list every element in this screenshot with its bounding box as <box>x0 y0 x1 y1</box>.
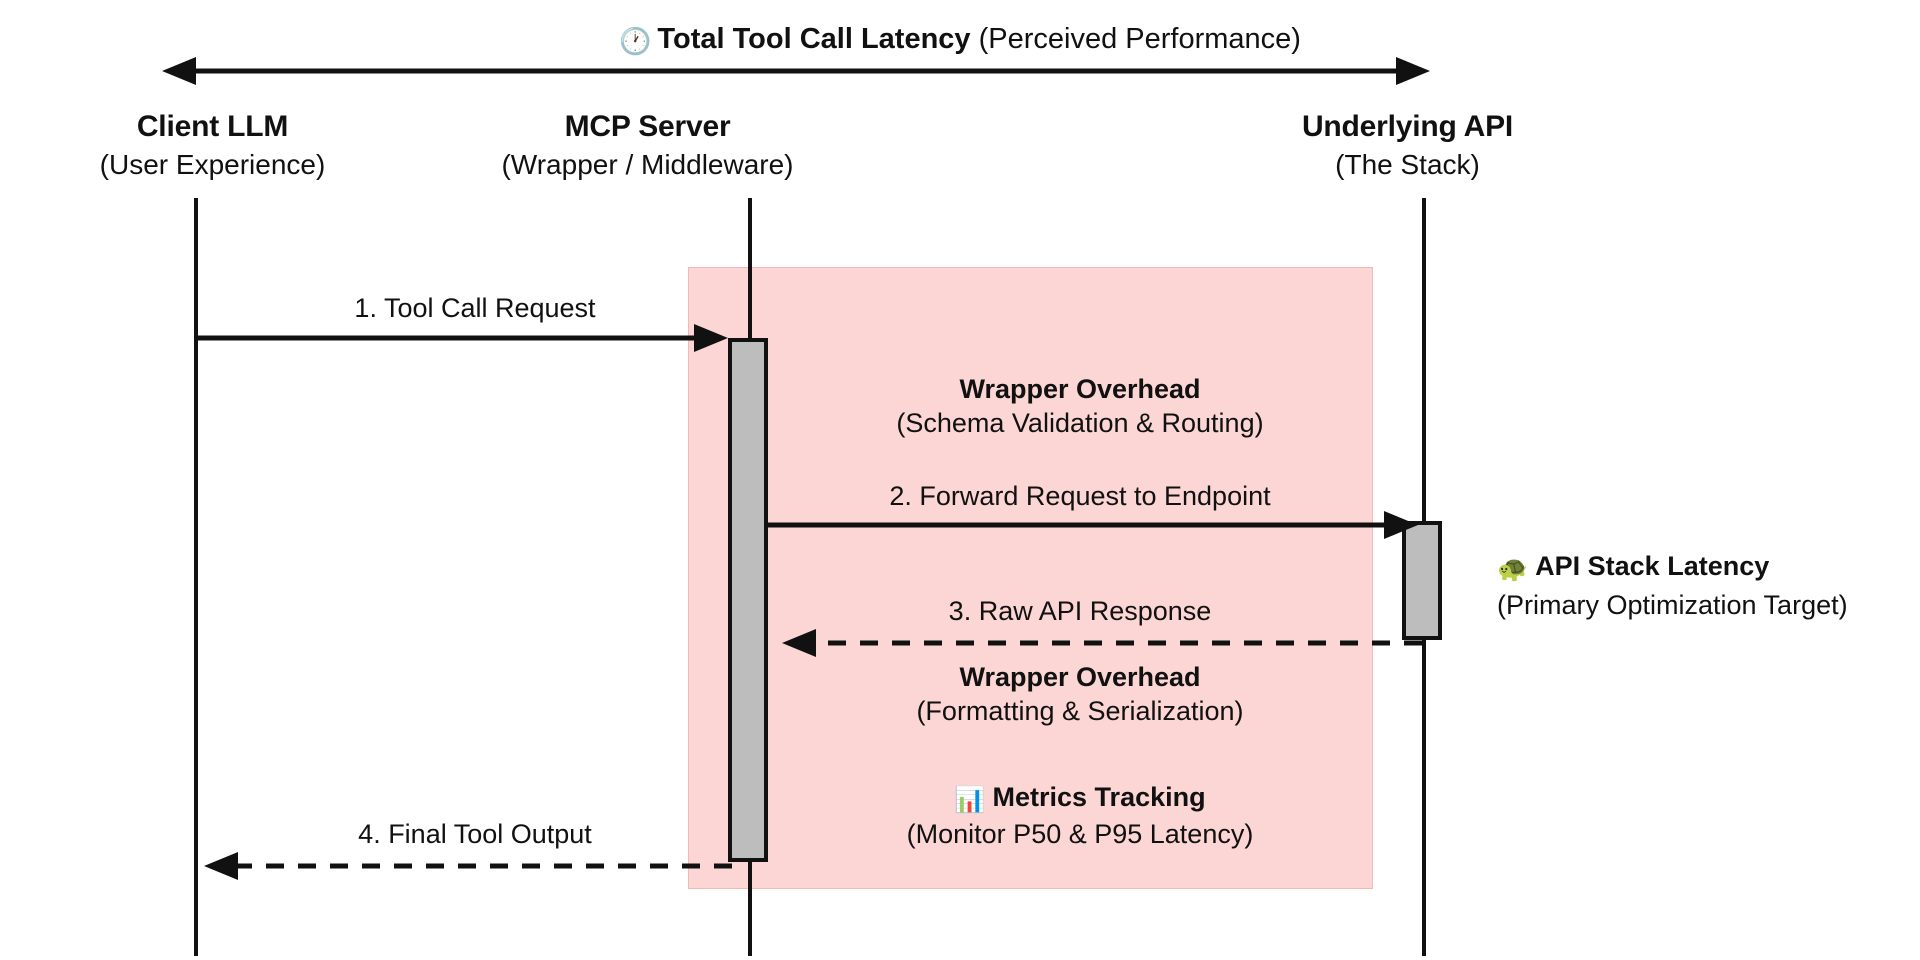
actor-header-mcp: MCP Server (Wrapper / Middleware) <box>430 108 865 184</box>
wrapper-scope-region <box>688 267 1373 889</box>
message-arrow-2 <box>760 507 1450 543</box>
note-api-stack-latency: 🐢API Stack Latency (Primary Optimization… <box>1497 548 1917 623</box>
actor-sub-api: (The Stack) <box>1335 149 1480 180</box>
note-title-wrapper-overhead-out: Wrapper Overhead <box>959 662 1201 692</box>
note-wrapper-overhead-in: Wrapper Overhead (Schema Validation & Ro… <box>790 372 1370 440</box>
message-label-3: 3. Raw API Response <box>948 596 1212 626</box>
note-sub-api-stack-latency: (Primary Optimization Target) <box>1497 590 1848 620</box>
diagram-title: 🕐Total Tool Call Latency (Perceived Perf… <box>0 22 1920 58</box>
actor-sub-client: (User Experience) <box>99 149 326 180</box>
note-title-text-api-stack-latency: API Stack Latency <box>1535 551 1770 581</box>
lifeline-client <box>194 198 198 956</box>
message-arrow-3 <box>750 625 1450 661</box>
message-label-4: 4. Final Tool Output <box>358 819 592 849</box>
note-sub-metrics-tracking: (Monitor P50 & P95 Latency) <box>906 819 1254 849</box>
turtle-icon: 🐢 <box>1497 555 1529 583</box>
note-title-api-stack-latency: 🐢API Stack Latency <box>1497 548 1917 587</box>
note-title-wrapper-overhead-in: Wrapper Overhead <box>959 374 1201 404</box>
note-wrapper-overhead-out: Wrapper Overhead (Formatting & Serializa… <box>790 660 1370 728</box>
note-sub-wrapper-overhead-in: (Schema Validation & Routing) <box>896 408 1264 438</box>
actor-name-api: Underlying API <box>1301 110 1514 143</box>
note-title-metrics-tracking: 📊Metrics Tracking <box>790 780 1370 817</box>
total-latency-span-arrow <box>0 48 1920 94</box>
message-label-2: 2. Forward Request to Endpoint <box>889 481 1271 511</box>
message-label-1: 1. Tool Call Request <box>354 293 596 323</box>
clock-icon: 🕐 <box>619 26 652 56</box>
diagram-title-strong: Total Tool Call Latency <box>657 23 971 55</box>
note-sub-wrapper-overhead-out: (Formatting & Serialization) <box>916 696 1244 726</box>
actor-header-client: Client LLM (User Experience) <box>45 108 380 184</box>
message-arrow-1 <box>190 320 750 356</box>
message-arrow-4 <box>180 848 760 884</box>
diagram-title-subtitle: (Perceived Performance) <box>978 23 1301 55</box>
note-metrics-tracking: 📊Metrics Tracking (Monitor P50 & P95 Lat… <box>790 780 1370 851</box>
actor-name-mcp: MCP Server <box>564 110 731 143</box>
activation-bar-mcp <box>728 338 768 862</box>
bar-chart-icon: 📊 <box>954 786 986 814</box>
note-title-text-metrics-tracking: Metrics Tracking <box>992 782 1206 812</box>
actor-name-client: Client LLM <box>136 110 289 143</box>
actor-sub-mcp: (Wrapper / Middleware) <box>501 149 794 180</box>
actor-header-api: Underlying API (The Stack) <box>1205 108 1610 184</box>
activation-bar-api <box>1402 521 1442 640</box>
